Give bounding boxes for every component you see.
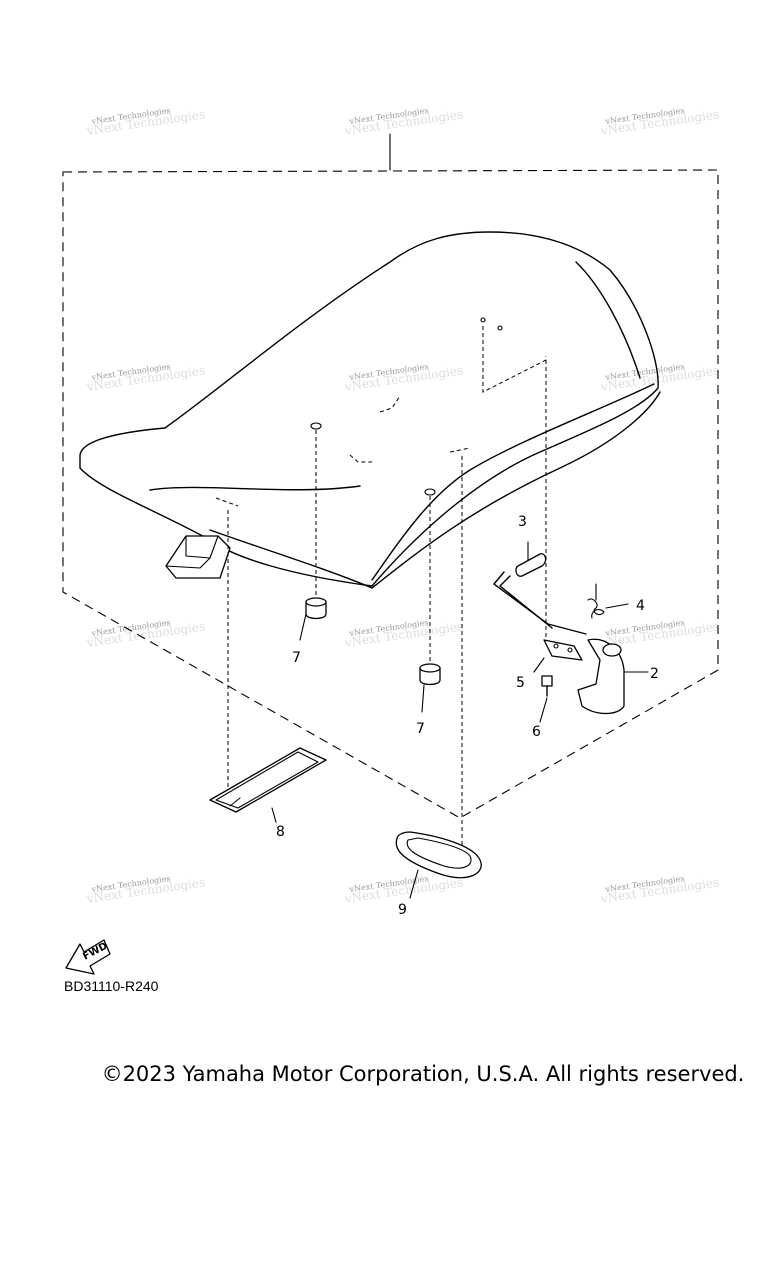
assembly-leaders [227,360,547,862]
watermark: vNext Technologies vNext Technologies [599,106,720,138]
callout-9: 9 [398,902,407,918]
seat [79,231,661,589]
assembly-boundary [62,133,719,819]
callout-8: 8 [276,824,285,840]
watermark: vNext Technologies vNext Technologies [85,106,206,138]
part-5-bracket [533,639,583,673]
watermark: vNext Technologies vNext Technologies [599,362,720,394]
part-2-seat-lock [577,638,649,715]
watermark: vNext Technologies vNext Technologies [599,874,720,906]
part-4-spring [587,583,629,619]
part-7-damper [419,663,441,713]
part-7-damper [299,597,327,641]
callout-3: 3 [518,514,527,530]
watermark: vNext Technologies vNext Technologies [85,874,206,906]
part-6-bolt [539,675,553,723]
diagram-code: BD31110-R240 [64,978,159,994]
callout-5: 5 [516,675,525,691]
callout-7-lower: 7 [416,721,425,737]
part-8-strap [209,747,327,823]
callout-6: 6 [532,724,541,740]
watermark: vNext Technologies vNext Technologies [343,362,464,394]
parts-diagram: vNext Technologies vNext Technologies vN… [62,106,720,975]
fwd-arrow-icon: FWD [65,939,111,975]
watermark: vNext Technologies vNext Technologies [343,106,464,138]
part-9-band [395,831,482,899]
part-3-collar [493,541,587,635]
callout-2: 2 [650,666,659,682]
watermark: vNext Technologies vNext Technologies [85,618,206,650]
callouts: 2 3 4 5 6 7 7 8 9 [276,514,659,918]
copyright-text: ©2023 Yamaha Motor Corporation, U.S.A. A… [101,1062,745,1086]
callout-7-upper: 7 [292,650,301,666]
watermark: vNext Technologies vNext Technologies [343,618,464,650]
callout-4: 4 [636,598,645,614]
watermark: vNext Technologies vNext Technologies [85,362,206,394]
